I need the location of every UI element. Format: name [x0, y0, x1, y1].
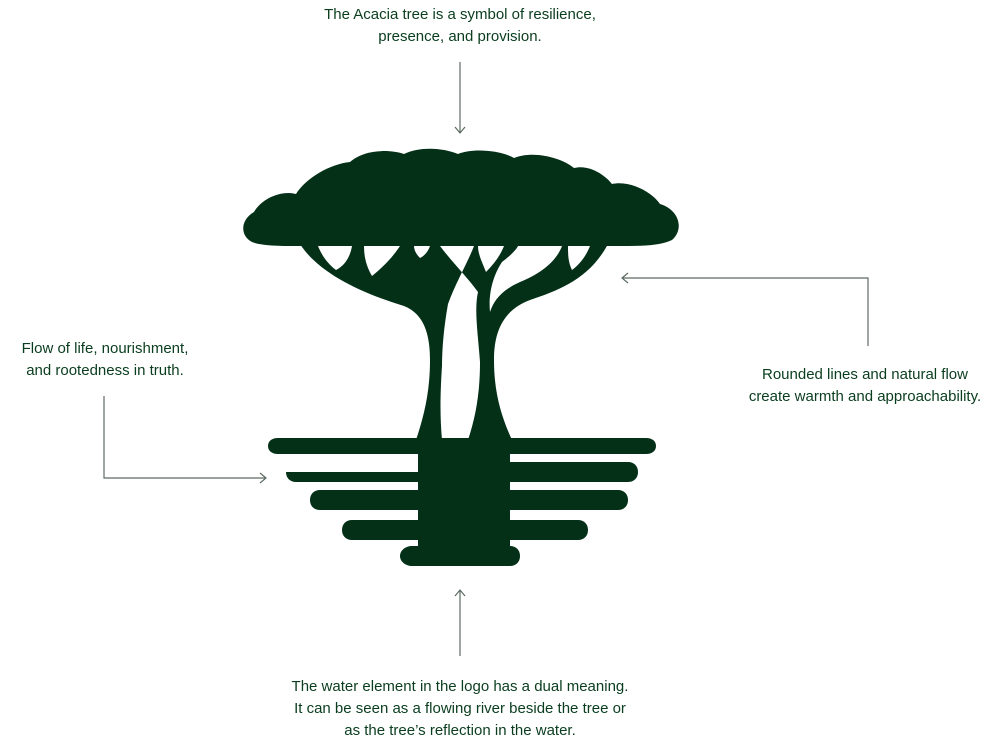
- annotation-line: create warmth and approachability.: [748, 388, 982, 405]
- annotation-line: presence, and provision.: [378, 28, 542, 45]
- tree-canopy: [243, 148, 679, 246]
- bottom-arrow: [454, 589, 466, 656]
- annotation-rounded-lines: Rounded lines and natural flow create wa…: [730, 364, 1000, 408]
- tree-branch-gaps: [318, 246, 590, 440]
- annotation-flow-of-life: Flow of life, nourishment, and rootednes…: [0, 338, 210, 382]
- annotation-line: as the tree’s reflection in the water.: [344, 722, 576, 739]
- annotation-resilience: The Acacia tree is a symbol of resilienc…: [260, 4, 660, 48]
- annotation-line: The water element in the logo has a dual…: [291, 678, 629, 695]
- annotation-line: Rounded lines and natural flow: [762, 366, 968, 383]
- callout-lines: [103, 62, 869, 656]
- top-arrow: [454, 62, 466, 134]
- annotation-water-element: The water element in the logo has a dual…: [230, 676, 690, 742]
- water-column: [418, 438, 510, 566]
- left-arrow: [103, 396, 267, 484]
- annotation-line: Flow of life, nourishment,: [21, 340, 189, 357]
- water-reflection: [268, 438, 656, 566]
- annotation-line: and rootedness in truth.: [26, 362, 184, 379]
- annotation-line: The Acacia tree is a symbol of resilienc…: [324, 6, 596, 23]
- right-arrow: [621, 272, 869, 346]
- annotation-line: It can be seen as a flowing river beside…: [294, 700, 626, 717]
